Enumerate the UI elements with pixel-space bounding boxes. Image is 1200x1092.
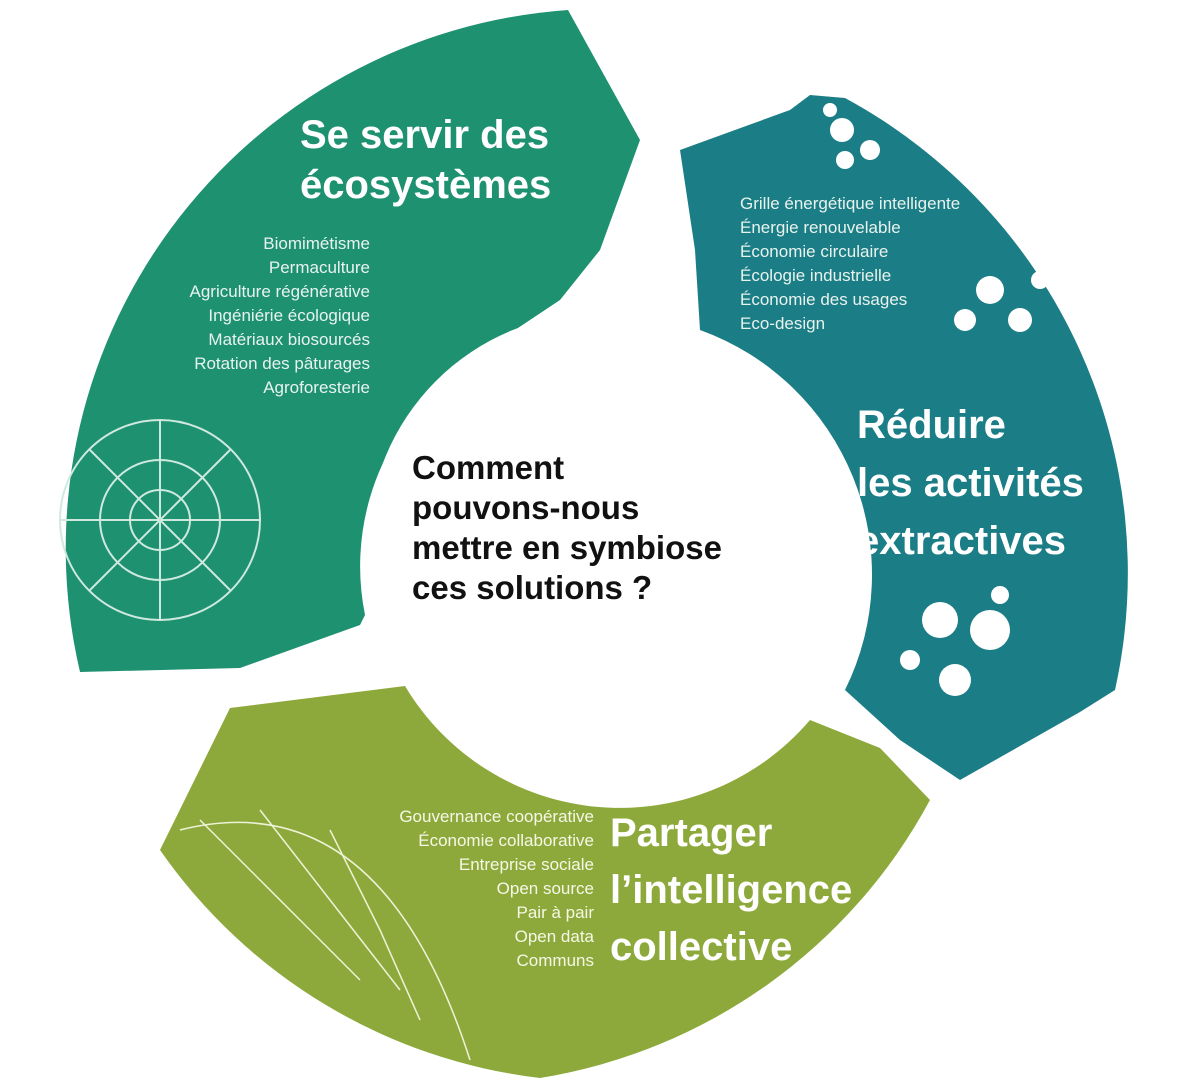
list-item: Open source [496,879,594,898]
list-item: Énergie renouvelable [740,218,901,237]
center-circle [368,313,832,777]
list-item: Biomimétisme [263,234,370,253]
title-line: écosystèmes [300,163,552,207]
title-line: Partager [610,811,773,855]
collective-list: Gouvernance coopérative Économie collabo… [399,805,594,973]
list-item: Gouvernance coopérative [399,807,594,826]
list-item: Économie collaborative [418,831,594,850]
question-line: ces solutions ? [412,569,653,606]
title-line: collective [610,925,793,969]
list-item: Communs [516,951,594,970]
segment-olive-collective [160,686,930,1078]
segment-title-extractive: Réduire les activités extractives [857,396,1084,570]
extractive-list: Grille énergétique intelligente Énergie … [740,192,960,336]
title-line: extractives [857,519,1067,563]
list-item: Ingéniérie écologique [208,306,370,325]
list-item: Eco-design [740,314,826,333]
title-line: Se servir des [300,113,550,157]
title-line: l’intelligence [610,868,853,912]
title-line: les activités [857,461,1084,505]
list-item: Entreprise sociale [458,855,594,874]
list-item: Grille énergétique intelligente [740,194,961,213]
flower-icon [59,419,261,621]
segment-teal-extractive [680,95,1128,780]
list-item: Économie des usages [740,290,908,309]
question-line: mettre en symbiose [412,529,722,566]
list-item: Économie circulaire [740,242,889,261]
list-item: Matériaux biosourcés [208,330,370,349]
list-item: Permaculture [268,258,370,277]
list-item: Agroforesterie [263,378,370,397]
question-line: pouvons-nous [412,489,640,526]
list-item: Écologie industrielle [740,266,892,285]
center-question: Comment pouvons-nous mettre en symbiose … [412,448,722,608]
title-line: Réduire [857,403,1006,447]
list-item: Open data [514,927,594,946]
segment-title-ecosystems: Se servir des écosystèmes [300,110,551,210]
list-item: Pair à pair [516,903,594,922]
segment-title-collective: Partager l’intelligence collective [610,805,852,976]
question-line: Comment [412,449,565,486]
ecosystems-list: Biomimétisme Permaculture Agriculture ré… [190,232,370,400]
gear-bulb-icon [823,103,1049,696]
list-item: Agriculture régénérative [189,282,370,301]
network-arc-icon [179,809,471,1061]
list-item: Rotation des pâturages [194,354,370,373]
segment-green-ecosystems [65,10,641,672]
